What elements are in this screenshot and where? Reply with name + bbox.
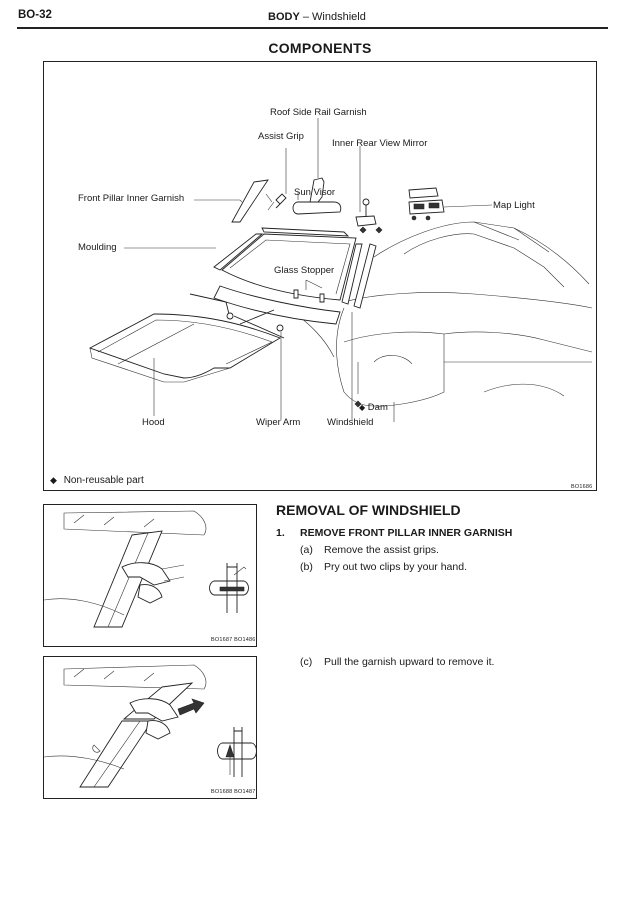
non-reusable-markers xyxy=(354,226,383,408)
label-inner-rear-view-mirror: Inner Rear View Mirror xyxy=(332,138,428,149)
car-body-outline xyxy=(293,221,593,422)
up-arrow-icon xyxy=(225,744,235,758)
map-light-part xyxy=(408,187,445,221)
substep-text: Pull the garnish upward to remove it. xyxy=(324,656,495,668)
sun-visor-part xyxy=(292,201,342,215)
components-title: COMPONENTS xyxy=(268,40,372,56)
non-reusable-diamond-icon: ◆ xyxy=(359,403,366,412)
header-separator: – xyxy=(302,11,309,23)
figure-code: BO1687 BO1486 xyxy=(211,637,256,643)
label-moulding: Moulding xyxy=(78,242,117,253)
wiper-arm-part xyxy=(189,293,285,339)
side-moulding-part xyxy=(341,243,363,305)
figure-code: BO1688 BO1487 xyxy=(211,789,256,795)
substep-b: (b) Pry out two clips by your hand. xyxy=(300,561,467,573)
leader-lines xyxy=(124,118,493,420)
label-hood: Hood xyxy=(142,417,165,428)
legend-text: Non-reusable part xyxy=(63,475,144,486)
substep-key: (c) xyxy=(300,656,313,668)
page-number: BO-32 xyxy=(18,9,52,21)
label-dam-text: Dam xyxy=(367,402,388,413)
substep-key: (a) xyxy=(300,544,313,556)
label-roof-side-rail-garnish: Roof Side Rail Garnish xyxy=(270,107,367,118)
front-pillar-inner-garnish-part xyxy=(231,179,269,223)
legend: ◆ Non-reusable part xyxy=(50,475,144,486)
substep-a: (a) Remove the assist grips. xyxy=(300,544,439,556)
label-map-light: Map Light xyxy=(493,200,535,211)
moulding-part xyxy=(213,233,264,271)
pillar-garnish-figure-1: BO1687 BO1486 xyxy=(43,504,257,647)
subsection-name: Windshield xyxy=(312,11,366,23)
step-number: 1. xyxy=(276,527,285,539)
pull-garnish-drawing xyxy=(44,664,257,788)
components-figure: Roof Side Rail Garnish Assist Grip Inner… xyxy=(43,61,597,491)
pillar-garnish-figure-2: BO1688 BO1487 xyxy=(43,656,257,799)
inner-rear-view-mirror-part xyxy=(355,198,377,227)
label-wiper-arm: Wiper Arm xyxy=(256,417,301,428)
header-rule xyxy=(17,27,608,29)
cowl-part xyxy=(213,285,341,325)
label-windshield: Windshield xyxy=(327,417,374,428)
assist-grip-part xyxy=(275,193,287,209)
substep-c: (c) Pull the garnish upward to remove it. xyxy=(300,656,494,668)
pull-direction-arrow-icon xyxy=(177,698,205,716)
glass-stopper-part xyxy=(293,289,325,303)
pry-clips-drawing xyxy=(44,510,249,628)
non-reusable-diamond-icon: ◆ xyxy=(50,475,57,485)
label-front-pillar-inner-garnish: Front Pillar Inner Garnish xyxy=(78,193,185,204)
step-title: REMOVE FRONT PILLAR INNER GARNISH xyxy=(300,527,513,539)
label-assist-grip: Assist Grip xyxy=(258,131,304,142)
substep-text: Remove the assist grips. xyxy=(324,544,439,556)
removal-title: REMOVAL OF WINDSHIELD xyxy=(276,502,461,518)
running-header: BODY – Windshield xyxy=(268,11,366,23)
section-name: BODY xyxy=(268,11,300,23)
exploded-view-drawing xyxy=(88,118,593,422)
figure-code: BO1686 xyxy=(571,484,593,490)
substep-key: (b) xyxy=(300,561,313,573)
label-dam: ◆ Dam xyxy=(359,402,388,413)
label-sun-visor: Sun Visor xyxy=(294,187,336,198)
substep-text: Pry out two clips by your hand. xyxy=(324,561,467,573)
windshield-glass-part xyxy=(221,233,357,301)
step-1: 1. REMOVE FRONT PILLAR INNER GARNISH xyxy=(276,527,512,539)
label-glass-stopper: Glass Stopper xyxy=(274,265,335,276)
